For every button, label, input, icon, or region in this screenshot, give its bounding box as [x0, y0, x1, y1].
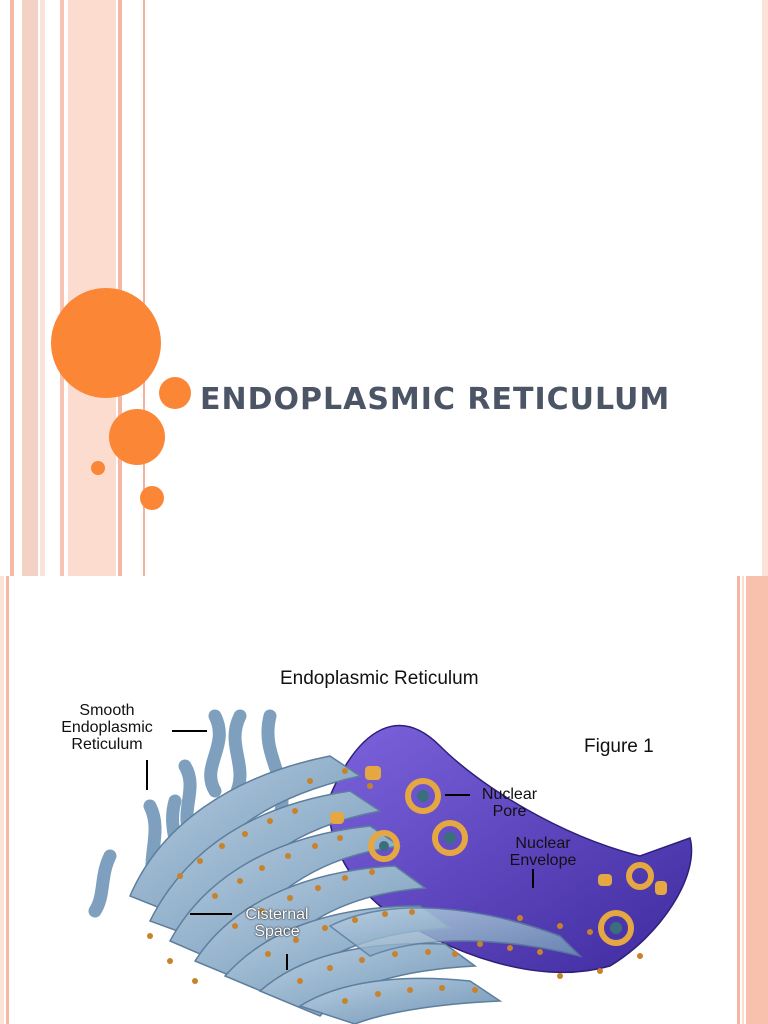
figure-number: Figure 1: [584, 736, 654, 757]
decor-circle: [140, 486, 164, 510]
label-nuclear-pore: Nuclear Pore: [472, 786, 547, 820]
nuclear-pores: [368, 778, 654, 946]
label-line: Reticulum: [71, 736, 143, 753]
title-slide: ENDOPLASMIC RETICULUM: [10, 0, 768, 576]
decor-circle: [109, 409, 165, 465]
pore-centers: [379, 790, 622, 934]
rough-er-cisternae: [129, 755, 583, 1024]
label-smooth-er: Smooth Endoplasmic Reticulum: [44, 702, 170, 753]
decor-stripe: [60, 0, 64, 576]
decor-stripe: [737, 576, 740, 1024]
label-cisternal-space: Cisternal Space: [232, 906, 322, 940]
decor-stripe: [143, 0, 145, 576]
slide-edge: [762, 0, 768, 576]
figure-slide: Endoplasmic Reticulum Figure 1 Smooth En…: [0, 576, 768, 1024]
label-line: Space: [254, 923, 300, 940]
slide-title: ENDOPLASMIC RETICULUM: [200, 382, 671, 417]
decor-stripe: [22, 0, 38, 576]
leader-lines: [146, 730, 534, 970]
er-illustration: [88, 709, 693, 1024]
decor-circle: [159, 377, 191, 409]
figure-title: Endoplasmic Reticulum: [280, 668, 479, 689]
label-line: Endoplasmic: [61, 719, 153, 736]
ribosome-clusters: [330, 766, 667, 895]
label-line: Pore: [492, 803, 527, 820]
ribosomes: [147, 768, 643, 1004]
label-line: Cisternal: [245, 906, 309, 923]
decor-stripe: [118, 0, 122, 576]
decor-stripe: [40, 0, 45, 576]
decor-stripe: [10, 0, 14, 576]
decor-stripe: [746, 576, 768, 1024]
decor-circle-large: [51, 288, 161, 398]
decor-stripe: [0, 576, 4, 1024]
label-line: Envelope: [509, 852, 577, 869]
label-line: Nuclear: [481, 786, 538, 803]
decor-stripe: [742, 576, 744, 1024]
label-line: Nuclear: [515, 835, 571, 852]
label-line: Smooth: [79, 702, 135, 719]
label-nuclear-envelope: Nuclear Envelope: [497, 835, 589, 869]
decor-circle-small: [91, 461, 105, 475]
decor-stripe: [6, 576, 9, 1024]
